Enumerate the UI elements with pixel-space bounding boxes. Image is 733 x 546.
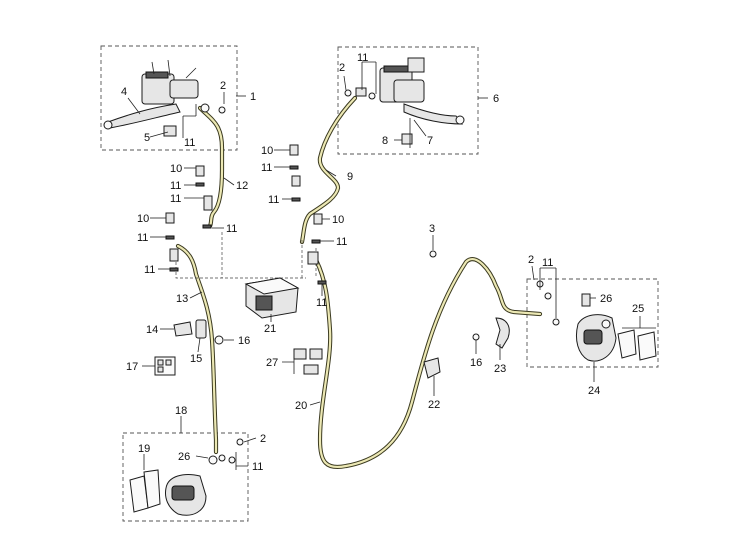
callout-labels: 1 2 4 5 11 2 11 6 8 7 10 11 12 11 11 10 … [121, 52, 644, 473]
callout-9: 9 [347, 171, 353, 183]
fittings [165, 144, 327, 285]
group-frame-6 [337, 46, 479, 155]
callout-2: 2 [260, 433, 266, 445]
callout-10: 10 [332, 214, 344, 226]
callout-11: 11 [542, 257, 553, 269]
callout-22: 22 [428, 399, 440, 411]
callout-23: 23 [494, 363, 506, 375]
callout-11: 11 [170, 193, 181, 205]
callout-4: 4 [121, 86, 127, 98]
callout-12: 12 [236, 180, 248, 192]
callout-13: 13 [176, 293, 188, 305]
rear-brake-caliper [536, 280, 657, 362]
callout-11: 11 [268, 194, 279, 206]
callout-3: 3 [429, 223, 435, 235]
callout-7: 7 [427, 135, 433, 147]
callout-1: 1 [250, 91, 256, 103]
callout-11: 11 [357, 52, 368, 64]
callout-24: 24 [588, 385, 600, 397]
leader-lines [127, 61, 656, 470]
group-frame-18 [122, 432, 249, 522]
callout-10: 10 [261, 145, 273, 157]
small-parts [154, 250, 591, 379]
callout-11: 11 [316, 297, 327, 309]
hose-20 [313, 257, 543, 470]
callout-11: 11 [252, 461, 263, 473]
callout-10: 10 [137, 213, 149, 225]
callout-2: 2 [528, 254, 534, 266]
callout-11: 11 [144, 264, 155, 276]
callout-5: 5 [144, 132, 150, 144]
hose-9 [299, 95, 358, 245]
callout-2: 2 [339, 62, 345, 74]
abs-modulator-unit [244, 277, 300, 319]
callout-11: 11 [170, 180, 181, 192]
front-master-cylinder-assembly [103, 59, 226, 137]
callout-16: 16 [238, 335, 250, 347]
callout-16: 16 [470, 357, 482, 369]
callout-11: 11 [226, 223, 237, 235]
group-frame-1 [100, 45, 238, 151]
callout-25: 25 [632, 303, 644, 315]
abs-connection-lines [175, 232, 317, 279]
hose-12 [197, 105, 225, 229]
callout-6: 6 [493, 93, 499, 105]
callout-15: 15 [190, 353, 202, 365]
callout-17: 17 [126, 361, 138, 373]
callout-8: 8 [382, 135, 388, 147]
rear-master-cylinder-assembly [344, 57, 465, 148]
callout-27: 27 [266, 357, 278, 369]
callout-2: 2 [220, 80, 226, 92]
callout-10: 10 [170, 163, 182, 175]
callout-11: 11 [336, 236, 347, 248]
callout-11: 11 [137, 232, 148, 244]
callout-26: 26 [178, 451, 190, 463]
callout-19: 19 [138, 443, 150, 455]
callout-18: 18 [175, 405, 187, 417]
hose-13 [175, 243, 219, 455]
callout-11: 11 [184, 137, 195, 149]
callout-21: 21 [264, 323, 276, 335]
front-brake-caliper [129, 438, 244, 516]
callout-26: 26 [600, 293, 612, 305]
callout-14: 14 [146, 324, 158, 336]
callout-20: 20 [295, 400, 307, 412]
callout-11: 11 [261, 162, 272, 174]
group-frame-11-right [526, 278, 659, 368]
